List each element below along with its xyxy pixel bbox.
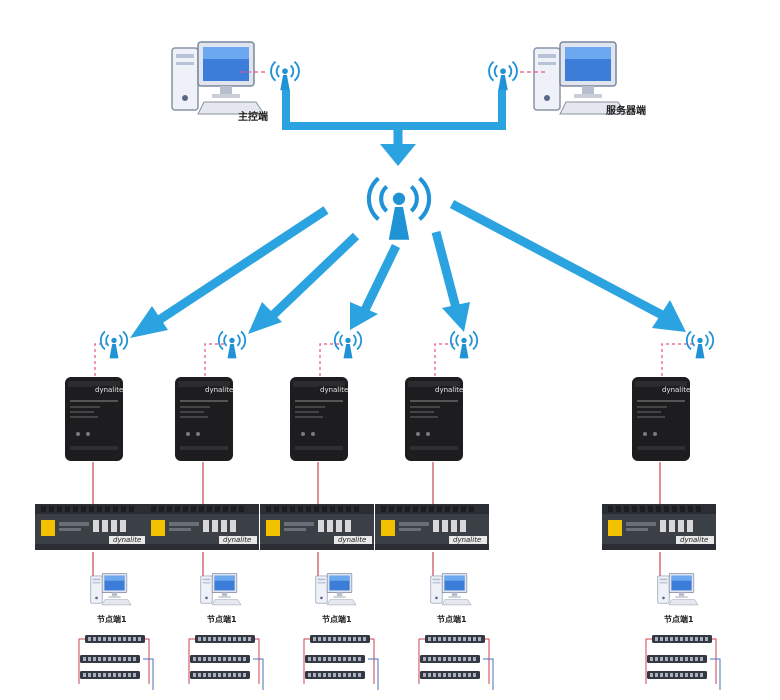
node-columns: dynalite dynalite 节点端1 dynalite dynalite 节点端1… <box>35 330 721 690</box>
node-2-switch-bottom <box>190 671 250 679</box>
node-5-wire-right <box>712 638 717 684</box>
node-1-brand-bg <box>93 386 119 394</box>
server-label: 服务器端 <box>606 104 646 117</box>
node-2-dashed-link <box>204 343 226 376</box>
node-3-wire-blue <box>368 658 379 690</box>
node-1-brand-text: dynalite <box>95 386 123 394</box>
server-wireless-icon <box>488 60 518 92</box>
node-4-switch-middle <box>420 655 480 663</box>
node-column-1: dynalite dynalite 节点端1 <box>35 330 154 690</box>
arrow-to-node-3 <box>359 244 401 314</box>
central-access-point <box>369 178 429 240</box>
node-3-switch-top <box>310 635 370 643</box>
node-5-switch-middle <box>647 655 707 663</box>
node-4-label: 节点端1 <box>437 614 467 624</box>
node-4-wire-left <box>418 638 425 684</box>
node-2-switch-top <box>195 635 255 643</box>
master-label: 主控端 <box>238 110 268 123</box>
node-4-module-brand: dynalite <box>453 536 481 544</box>
node-5-wireless-icon <box>685 330 715 360</box>
node-2-pc-icon <box>200 572 242 606</box>
node-5-dashed-link <box>661 343 694 376</box>
node-column-5: dynalite dynalite 节点端1 <box>602 330 721 690</box>
node-1-pc-icon <box>90 572 132 606</box>
node-2-module-brand: dynalite <box>223 536 251 544</box>
central-wireless-icon <box>369 178 429 240</box>
node-3-pc-icon <box>315 572 357 606</box>
node-4-wireless-icon <box>449 330 479 360</box>
master-wireless-icon <box>270 60 300 92</box>
node-5-wire-left <box>645 638 652 684</box>
node-2-switch-middle <box>190 655 250 663</box>
node-1-wire-blue <box>143 658 154 690</box>
node-3-switch-bottom <box>305 671 365 679</box>
arrow-to-node-5 <box>449 200 667 320</box>
node-5-switch-top <box>652 635 712 643</box>
arrowhead-node-3 <box>350 302 378 330</box>
arrowhead-node-4 <box>442 302 470 332</box>
node-4-switch-top <box>425 635 485 643</box>
arrow-to-node-4 <box>431 230 461 310</box>
node-1-label: 节点端1 <box>97 614 127 624</box>
node-column-2: dynalite dynalite 节点端1 <box>145 330 264 690</box>
node-4-wire-right <box>485 638 490 684</box>
node-2-brand-bg <box>203 386 229 394</box>
node-2-wire-right <box>255 638 260 684</box>
node-4-wire-blue <box>483 658 494 690</box>
node-1-switch-bottom <box>80 671 140 679</box>
node-5-label: 节点端1 <box>664 614 694 624</box>
node-2-brand-text: dynalite <box>205 386 233 394</box>
node-5-brand-text: dynalite <box>662 386 690 394</box>
node-1-wire-right <box>145 638 150 684</box>
arrow-to-node-2 <box>266 232 360 322</box>
node-4-brand-bg <box>433 386 459 394</box>
server-pc-icon <box>533 41 627 115</box>
node-3-brand-text: dynalite <box>320 386 348 394</box>
node-column-4: dynalite dynalite 节点端1 <box>375 330 494 690</box>
node-1-dashed-link <box>94 343 108 376</box>
arrowhead-node-1 <box>130 306 168 338</box>
node-2-wire-blue <box>253 658 264 690</box>
node-5-brand-bg <box>660 386 686 394</box>
master-computer: 主控端 <box>171 41 300 123</box>
node-column-3: dynalite dynalite 节点端1 <box>260 330 379 690</box>
node-1-switch-middle <box>80 655 140 663</box>
arrowhead-node-5 <box>652 300 686 332</box>
node-1-wire-left <box>78 638 85 684</box>
node-5-module-brand: dynalite <box>680 536 708 544</box>
node-4-dashed-link <box>434 343 458 376</box>
node-2-label: 节点端1 <box>207 614 237 624</box>
node-3-wire-right <box>370 638 375 684</box>
node-1-module-brand: dynalite <box>113 536 141 544</box>
master-pc-icon <box>171 41 265 115</box>
node-5-wire-blue <box>710 658 721 690</box>
node-3-label: 节点端1 <box>322 614 352 624</box>
node-1-switch-top <box>85 635 145 643</box>
node-5-switch-bottom <box>647 671 707 679</box>
server-computer: 服务器端 <box>488 41 646 117</box>
fanout-arrows <box>130 200 686 338</box>
node-4-switch-bottom <box>420 671 480 679</box>
uplink-bracket <box>282 90 506 130</box>
node-3-wire-left <box>303 638 310 684</box>
node-3-brand-bg <box>318 386 344 394</box>
node-5-pc-icon <box>657 572 699 606</box>
node-3-switch-middle <box>305 655 365 663</box>
arrow-to-node-1 <box>153 206 329 326</box>
node-3-module-brand: dynalite <box>338 536 366 544</box>
node-4-brand-text: dynalite <box>435 386 463 394</box>
uplink-arrowhead <box>380 144 416 166</box>
node-1-wireless-icon <box>99 330 129 360</box>
node-3-dashed-link <box>319 343 342 376</box>
arrowhead-node-2 <box>248 302 282 334</box>
node-3-wireless-icon <box>333 330 363 360</box>
node-2-wireless-icon <box>217 330 247 360</box>
node-4-pc-icon <box>430 572 472 606</box>
node-2-wire-left <box>188 638 195 684</box>
